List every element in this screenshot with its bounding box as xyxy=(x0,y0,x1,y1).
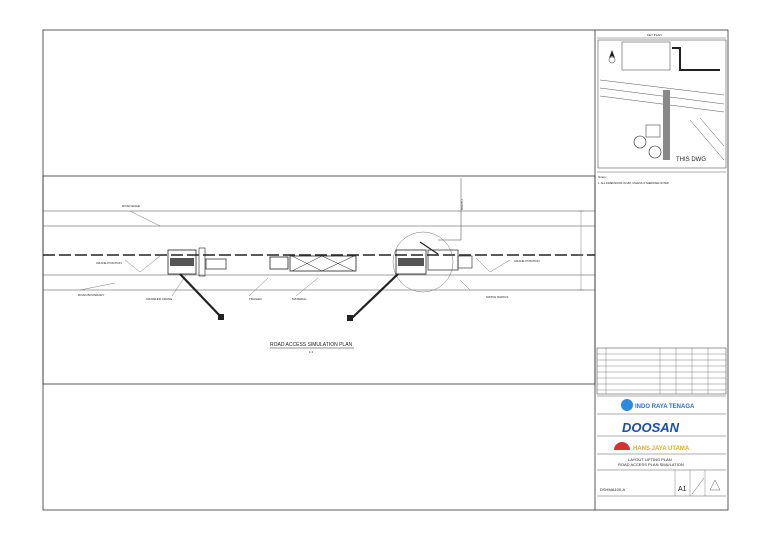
key-plan-frame xyxy=(597,39,727,169)
crane-1-boom xyxy=(179,273,223,319)
company-3-logo-icon xyxy=(614,442,630,450)
key-plan-structure xyxy=(645,124,661,138)
leader-crane-position-2 xyxy=(475,257,511,273)
key-plan-label: KEY PLAN xyxy=(647,33,662,37)
crane-1-cab xyxy=(170,258,194,266)
label-crawler-crane: CRAWLER CRANE xyxy=(146,297,172,301)
crane-2-body xyxy=(395,249,427,275)
label-crane-position-1: CRANE POSITION xyxy=(96,261,122,265)
crawler-crane-1 xyxy=(167,247,227,320)
crawler-crane-2 xyxy=(347,231,473,321)
leader-crane-position-1 xyxy=(124,255,161,273)
north-arrow-text: NORTH xyxy=(460,199,464,210)
crane-2-boom xyxy=(351,273,399,319)
label-road-boundary: ROAD BOUNDARY xyxy=(78,293,104,297)
road xyxy=(43,210,595,291)
key-plan-curve xyxy=(689,119,725,161)
key-plan-map: THIS DWG xyxy=(599,41,725,163)
plan-frame xyxy=(42,175,596,385)
revision-triangle-icon xyxy=(709,479,721,491)
crane-2-swing-radius xyxy=(392,231,454,293)
trailer-head xyxy=(269,256,289,270)
tb-drawing-title-2: ROAD ACCESS PLAN SIMULATION xyxy=(618,462,684,467)
plan-annotations: ROAD EDGE ROAD BOUNDARY CRANE POSITION C… xyxy=(78,204,540,301)
leader-road-edge xyxy=(129,210,161,227)
leader-swing-radius xyxy=(459,279,471,291)
key-plan-curve xyxy=(699,117,725,147)
crane-1-hook xyxy=(218,314,224,320)
crane-2-carrier xyxy=(427,249,459,271)
crane-2-hook xyxy=(347,315,353,321)
drawing-scale-note: 1:1 xyxy=(309,350,314,354)
leader-trailer xyxy=(248,277,269,297)
tb-drawing-title-1: LAYOUT LIFTING PLAN xyxy=(628,457,672,462)
truss-member xyxy=(291,255,323,272)
crane-1-body xyxy=(167,249,197,275)
label-material: MATERIAL xyxy=(292,297,307,301)
key-plan-north-icon xyxy=(609,50,615,58)
leader-road-boundary xyxy=(79,282,116,291)
drawing-number: DSHMA100-A xyxy=(600,487,625,492)
label-swing-radius: SWING RADIUS xyxy=(486,295,508,299)
company-2-name: DOOSAN xyxy=(622,420,680,435)
sheet-border xyxy=(42,29,729,511)
note-1: 1. ALL DIMENSIONS IN MM, UNLESS OTHERWIS… xyxy=(598,181,669,185)
key-plan-this-dwg-area xyxy=(663,90,670,160)
key-plan-tank xyxy=(633,135,647,149)
key-plan-road xyxy=(599,95,725,113)
key-plan-north-circle xyxy=(608,56,616,64)
trailer-with-material xyxy=(269,255,357,272)
company-3-name: HANS JAYA UTAMA xyxy=(633,446,690,452)
title-block: KEY PLAN THIS DWG Notes: 1. ALL DIMENSIO… xyxy=(596,33,727,497)
sheet-size: A1 xyxy=(678,486,687,493)
revision-table xyxy=(596,347,727,395)
tb-slash xyxy=(691,477,705,495)
leader-material xyxy=(295,277,319,297)
notes-label: Notes: xyxy=(598,175,607,179)
north-arrow: NORTH xyxy=(438,178,464,241)
crane-1-carrier xyxy=(205,258,227,270)
key-plan-route xyxy=(672,47,720,71)
key-plan-road xyxy=(599,87,725,105)
key-plan-road xyxy=(599,79,725,96)
drawing-title: ROAD ACCESS SIMULATION PLAN xyxy=(270,342,353,348)
key-plan-this-dwg: THIS DWG xyxy=(676,157,706,163)
label-trailer: TRAILER xyxy=(249,297,263,301)
key-plan-building xyxy=(621,41,671,71)
crane-2-outrigger xyxy=(457,255,473,269)
label-road-edge: ROAD EDGE xyxy=(122,204,140,208)
material-frame xyxy=(289,255,357,272)
key-plan-tank xyxy=(648,145,662,159)
crane-2-jib xyxy=(419,241,439,255)
company-1-name: INDO RAYA TENAGA xyxy=(635,404,695,410)
company-1-logo-icon xyxy=(621,399,633,411)
truss-member xyxy=(321,255,355,272)
crane-1-counterweight xyxy=(198,247,206,277)
label-crane-position-2: CRANE POSITION xyxy=(514,259,540,263)
revision-table-frame xyxy=(596,347,727,395)
crane-2-cab xyxy=(398,258,424,266)
